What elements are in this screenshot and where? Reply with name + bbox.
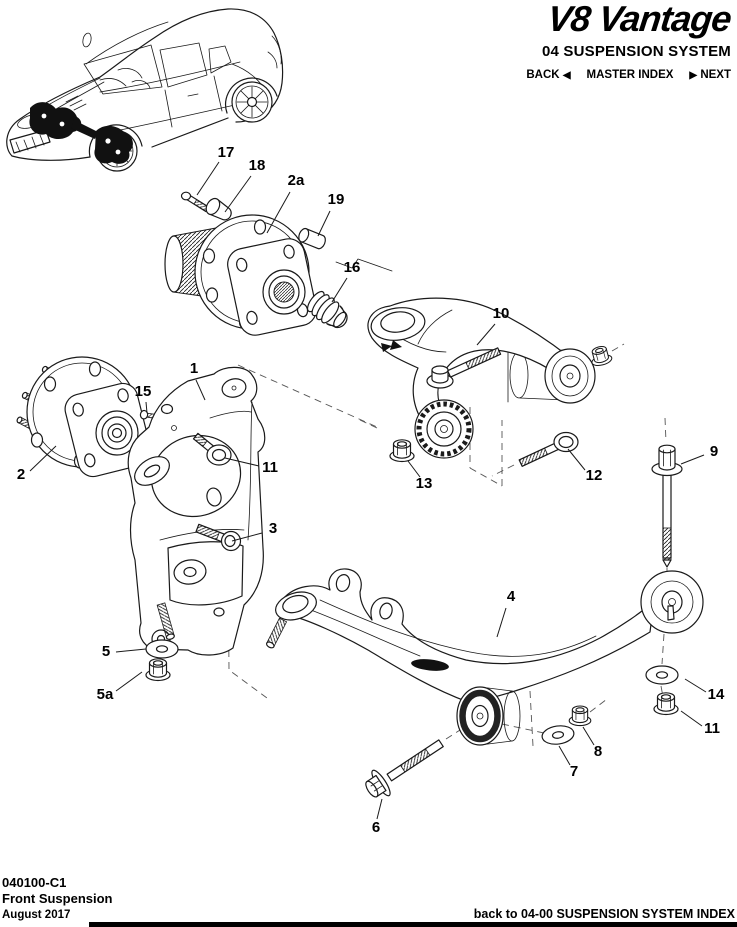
callout-15: 15: [135, 383, 152, 400]
callout-18: 18: [249, 157, 266, 174]
callout-11-rear: 11: [704, 720, 720, 737]
washer-7: [540, 723, 576, 747]
doc-code: 040100-C1: [2, 875, 67, 890]
bolt-9: [651, 444, 683, 568]
footer-bar: [89, 922, 737, 927]
nut-5a: [145, 658, 171, 682]
callout-6: 6: [372, 819, 380, 836]
back-to-index-link[interactable]: back to 04-00 SUSPENSION SYSTEM INDEX: [473, 907, 735, 921]
nav-bar: BACK ◀ MASTER INDEX ▶ NEXT: [526, 69, 731, 81]
lower-control-arm-4: [265, 568, 704, 746]
doc-date: August 2017: [2, 909, 71, 921]
upper-control-arm-10: [367, 297, 614, 459]
callout-8: 8: [594, 743, 602, 760]
car-illustration: [6, 8, 284, 172]
callout-4: 4: [507, 588, 516, 605]
doc-title: Front Suspension: [2, 891, 113, 906]
callout-2: 2: [17, 466, 25, 483]
callout-13: 13: [416, 475, 433, 492]
nav-back[interactable]: BACK ◀: [526, 69, 570, 81]
back-arrow-icon: ◀: [562, 69, 571, 81]
nav-back-label: BACK: [526, 68, 560, 81]
nav-master-index[interactable]: MASTER INDEX: [586, 68, 674, 81]
callout-5a: 5a: [97, 686, 114, 703]
callout-17: 17: [218, 144, 235, 161]
steering-knuckle-1: [127, 366, 266, 656]
callout-16: 16: [344, 259, 361, 276]
callout-labels: 17 18 2a 19 16 10 1 15 2 11 13 12 9 3 4 …: [17, 144, 725, 836]
nut-11-rear: [653, 692, 679, 716]
callout-19: 19: [328, 191, 345, 208]
bolt-17: [180, 191, 210, 213]
brand-logo: V8 Vantage: [545, 0, 734, 39]
callout-5: 5: [102, 643, 110, 660]
rear-wheel: [231, 81, 273, 123]
nav-next[interactable]: ▶ NEXT: [689, 69, 731, 81]
nav-next-label: NEXT: [700, 68, 731, 81]
callout-11: 11: [262, 459, 278, 476]
bolt-12: [518, 431, 579, 467]
callout-3: 3: [269, 520, 277, 537]
leader-lines: [29, 161, 707, 820]
callout-10: 10: [493, 305, 510, 322]
callout-1: 1: [190, 360, 198, 377]
hub-assembly-2a: [164, 214, 317, 336]
bushing-18: [205, 197, 232, 221]
page-header: V8 Vantage 04 SUSPENSION SYSTEM BACK ◀ M…: [526, 0, 734, 81]
bolt-11-knuckle: [192, 432, 232, 466]
callout-14: 14: [708, 686, 725, 703]
callout-9: 9: [710, 443, 718, 460]
callout-7: 7: [570, 763, 578, 780]
pin-19: [298, 227, 326, 250]
splined-plug-16: [306, 290, 348, 329]
washer-14: [645, 665, 679, 685]
callout-12: 12: [586, 467, 603, 484]
bolt-3: [195, 523, 242, 552]
washer-5: [145, 639, 179, 659]
highlighted-suspension-parts: [29, 102, 133, 164]
nut-8: [568, 705, 592, 727]
callout-2a: 2a: [288, 172, 305, 189]
page-title: 04 SUSPENSION SYSTEM: [541, 42, 731, 60]
nut-13: [389, 439, 415, 463]
bolt-6: [365, 739, 444, 798]
next-arrow-icon: ▶: [689, 69, 698, 81]
